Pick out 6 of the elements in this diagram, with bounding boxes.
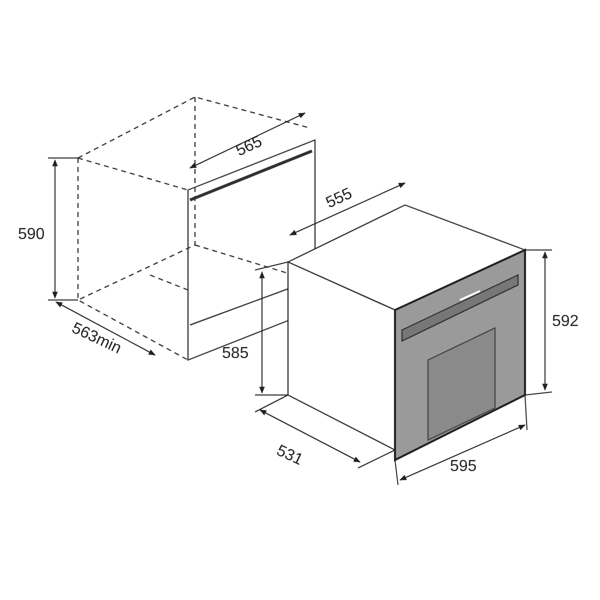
dimension-label: 595 (450, 458, 477, 476)
dimension-label: 531 (273, 442, 306, 470)
dimension-label: 592 (552, 313, 579, 331)
dimension-label: 590 (18, 226, 45, 244)
dimension-label: 555 (323, 185, 356, 213)
dimension-label: 585 (222, 345, 249, 363)
